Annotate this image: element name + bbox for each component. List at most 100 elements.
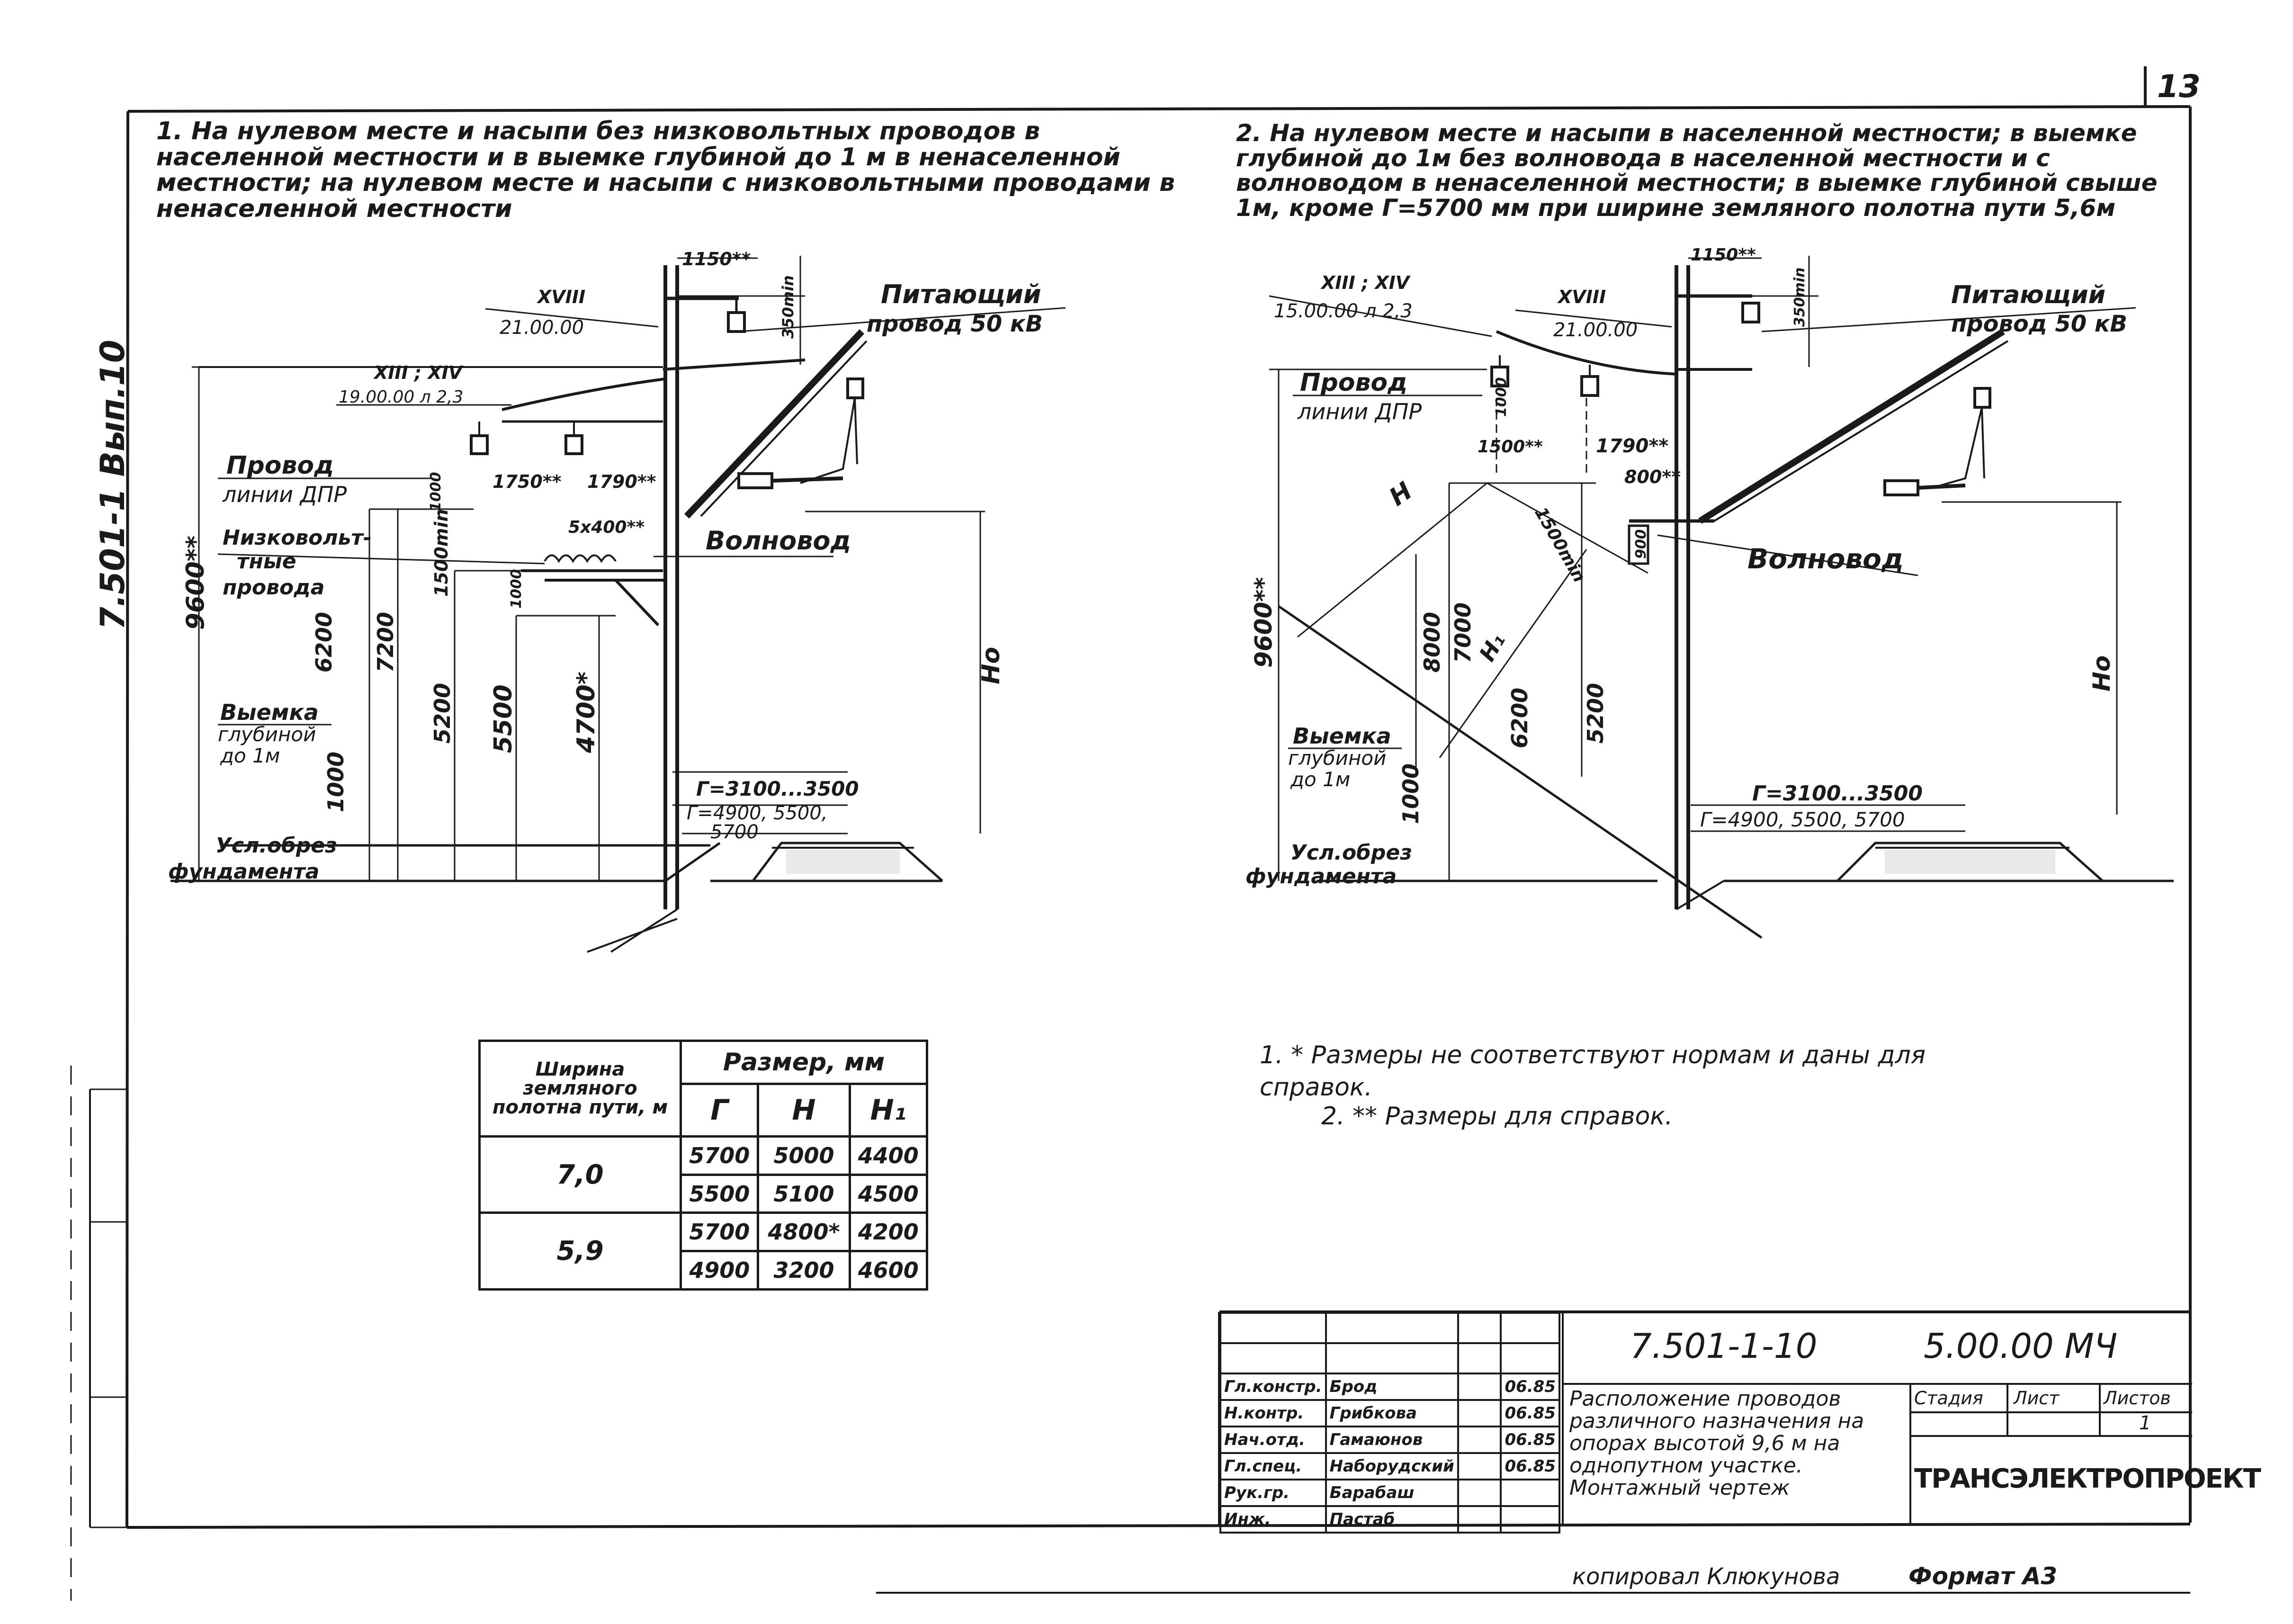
dim-8000: 8000 [1419,612,1445,673]
dim-ho: Но [977,647,1005,684]
sig-date: 06.85 [1500,1399,1560,1427]
dim-9600: 9600** [1250,577,1277,668]
sig-date [1500,1479,1560,1507]
label-vyemka-1: Выемка [1293,723,1391,749]
label-vyemka-2: глубиной [1288,746,1386,770]
sig-name: Гамаюнов [1325,1426,1459,1454]
dim-5500: 5500 [489,684,518,753]
table-head-width: Ширина земляного полотна пути, м [478,1040,682,1138]
sig-name: Пастаб [1325,1505,1459,1534]
dim-1000: 1000 [1493,377,1510,417]
dim-1000c: 1000 [323,752,349,812]
table-width-cell: 5,9 [478,1211,682,1291]
dim-7200: 7200 [373,612,398,673]
doc-code: 5.00.00 МЧ [1924,1326,2118,1366]
dim-1150: 1150** [682,249,751,269]
sig-role: Н.контр. [1219,1399,1327,1427]
label-provod-50: провод 50 кВ [1951,311,2127,337]
dim-900: 900 [1633,529,1649,559]
dim-7000: 7000 [1450,602,1476,663]
table-cell: 5000 [757,1135,851,1176]
label-xiii-num: 19.00.00 л 2,3 [339,387,463,407]
sig-date: 06.85 [1500,1452,1560,1480]
dim-1790: 1790** [1596,435,1668,457]
dim-350min: 350min [1791,267,1808,327]
left-heading: 1. На нулевом месте и насыпи без низково… [156,117,1175,223]
sig-name: Грибкова [1325,1399,1459,1427]
table-head-group: Размер, мм [680,1040,928,1085]
dim-g2: Г=4900, 5500, [687,802,828,824]
label-xviii-num: 21.00.00 [500,317,584,339]
label-nizkovolt-2: тные [237,549,296,574]
sig-date [1500,1505,1560,1534]
label-volnovod: Волновод [706,526,851,556]
note-1: 1. * Размеры не соответствуют нормам и д… [1260,1041,1926,1102]
right-labels: 1150** 350min XIII ; XIV 15.00.00 л 2,3 … [1245,245,2136,888]
table-cell: 4500 [848,1173,928,1214]
table-width-cell: 7,0 [478,1135,682,1214]
frame-left [125,111,129,1528]
label-usl-1: Усл.обрез [215,834,337,858]
sig-name: Наборудский [1325,1452,1459,1480]
dim-1000a: 1000 [428,472,444,512]
dim-1000b: 1000 [508,569,525,609]
doc-title: Расположение проводов различного назначе… [1569,1387,1864,1500]
label-linii-dpr: линии ДПР [1297,399,1422,424]
dim-ho: Но [2088,655,2115,691]
label-xviii: XVIII [1557,287,1606,307]
dim-5200: 5200 [1583,683,1608,744]
label-provod: Провод [226,451,334,480]
dim-6200: 6200 [1507,688,1532,748]
table-cell: 4800* [757,1211,851,1253]
sig-role: Гл.спец. [1219,1452,1327,1480]
label-linii-dpr: линии ДПР [222,482,347,507]
frame-bottom [126,1523,2191,1529]
dim-6200: 6200 [311,612,337,673]
dim-1500min: 1500min [1531,504,1589,586]
dim-1500min: 1500min [431,509,452,597]
table-cell: 5700 [679,1135,760,1176]
sheets-value: 1 [2139,1412,2151,1434]
label-usl-1: Усл.обрез [1290,841,1412,865]
note-2: 2. ** Размеры для справок. [1321,1102,1673,1131]
dim-1790: 1790** [587,471,656,492]
page-number: 13 [2157,68,2201,105]
table-head-h1: Н₁ [848,1082,928,1138]
footer-format: Формат А3 [1908,1562,2057,1590]
right-diagram [1269,256,2174,939]
dim-h1: Н₁ [1474,629,1510,666]
dim-1150: 1150** [1691,245,1756,265]
label-nizkovolt-3: провода [223,575,324,600]
label-vyemka-2: глубиной [218,723,316,746]
dim-h: Н [1384,477,1417,512]
label-vyemka-1: Выемка [220,700,319,725]
label-nizkovolt-1: Низковольт- [223,526,372,550]
footer-copied: копировал Клюкунова [1572,1563,1840,1590]
side-code: 7.501-1 Вып.10 [93,340,132,630]
table-head-h: Н [757,1082,851,1138]
sig-role: Инж. [1219,1505,1327,1534]
sig-name: Брод [1325,1373,1459,1401]
dim-g3: 5700 [710,821,759,843]
dim-4700: 4700* [572,672,600,754]
dim-9600: 9600** [181,536,210,630]
table-cell: 5500 [679,1173,760,1214]
org-name: ТРАНСЭЛЕКТРОПРОЕКТ [1914,1463,2261,1494]
label-usl-2: фундамента [168,860,319,884]
sig-role: Гл.констр. [1219,1373,1327,1401]
label-xiii-xiv: XIII ; XIV [373,362,464,383]
label-vyemka-3: до 1м [220,744,280,767]
right-heading: 2. На нулевом месте и насыпи в населенно… [1236,119,2158,222]
table-cell: 4600 [848,1250,928,1291]
sig-name: Барабаш [1325,1479,1459,1507]
table-cell: 4200 [848,1211,928,1253]
sig-role: Нач.отд. [1219,1426,1327,1454]
dim-1750: 1750** [493,471,562,492]
dim-g1: Г=3100...3500 [696,777,859,800]
dim-5x400: 5x400** [568,518,645,537]
label-provod-50: провод 50 кВ [867,311,1043,337]
stage-label: Стадия [1914,1388,1983,1409]
sig-role: Рук.гр. [1219,1479,1327,1507]
signature-table: Гл.констр. Брод 06.85 Н.контр. Грибкова … [1219,1312,1560,1534]
